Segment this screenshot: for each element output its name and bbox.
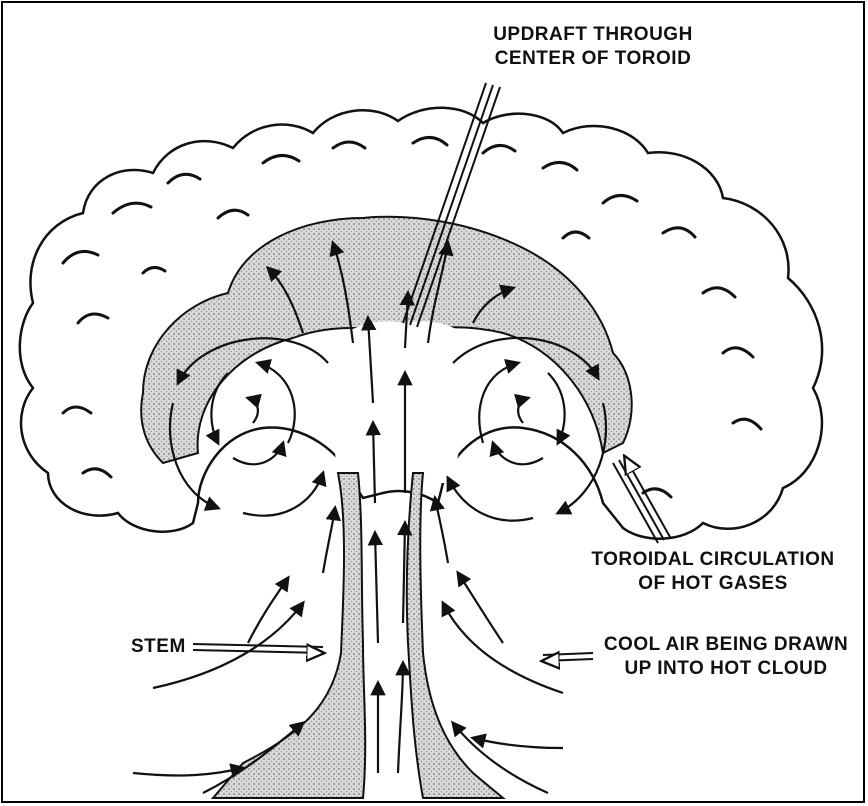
- updraft-column: [329, 321, 474, 483]
- label-cool-air: COOL AIR BEING DRAWN UP INTO HOT CLOUD: [595, 633, 857, 681]
- label-updraft-line1: UPDRAFT THROUGH: [473, 23, 713, 47]
- label-updraft: UPDRAFT THROUGH CENTER OF TOROID: [473, 23, 713, 71]
- label-toroidal-line2: OF HOT GASES: [568, 572, 858, 596]
- label-cool-air-line2: UP INTO HOT CLOUD: [595, 657, 857, 681]
- label-stem: STEM: [131, 635, 186, 659]
- cool-air-pointer: [543, 653, 593, 655]
- label-toroidal: TOROIDAL CIRCULATION OF HOT GASES: [568, 548, 858, 596]
- label-updraft-line2: CENTER OF TOROID: [473, 47, 713, 71]
- label-cool-air-line1: COOL AIR BEING DRAWN: [595, 633, 857, 657]
- mushroom-cloud-diagram: [3, 3, 867, 805]
- label-toroidal-line1: TOROIDAL CIRCULATION: [568, 548, 858, 572]
- stem-left: [213, 473, 365, 798]
- stem-right: [407, 473, 503, 798]
